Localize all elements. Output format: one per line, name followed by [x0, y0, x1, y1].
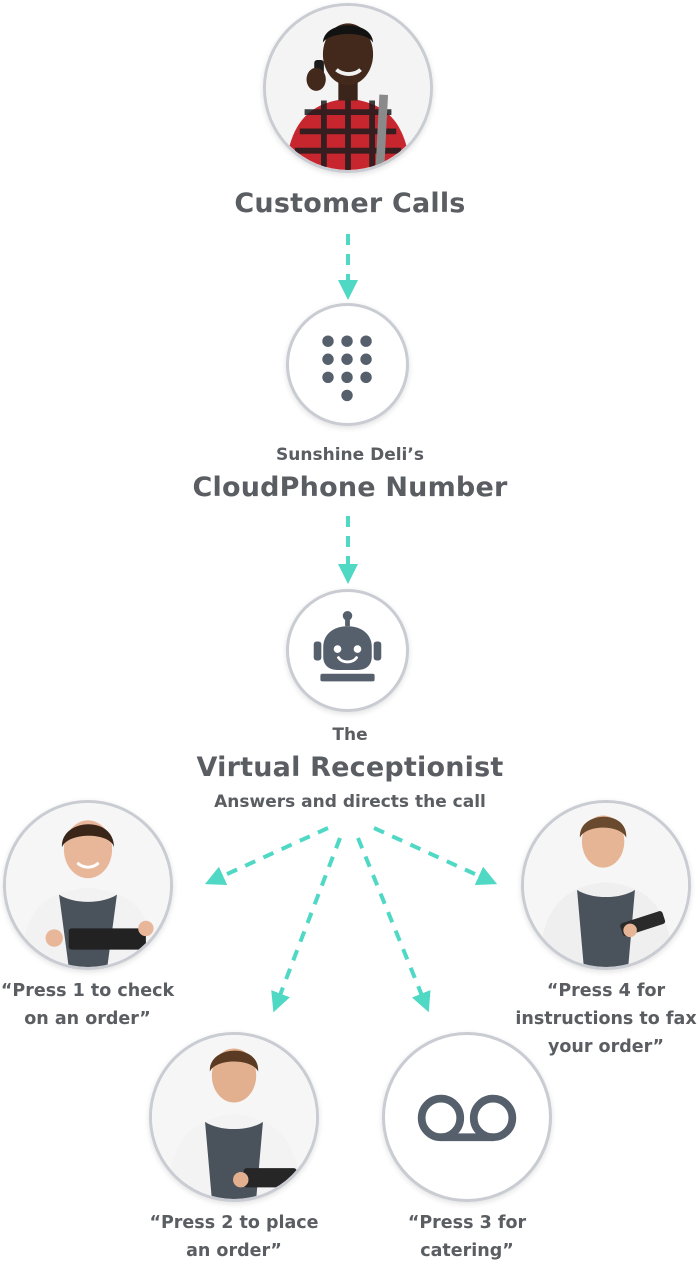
receptionist-pre: The	[332, 725, 368, 745]
option-4-line-3: your order”	[547, 1037, 665, 1057]
option-4-line-2: instructions to fax	[515, 1009, 697, 1029]
number-subtitle: Sunshine Deli’s	[276, 445, 424, 465]
option-2-photo	[149, 1032, 319, 1202]
receptionist-title: Virtual Receptionist	[196, 752, 504, 783]
arrow-to-option-1	[204, 826, 329, 885]
option-4-photo	[521, 800, 691, 970]
receptionist-subtitle: Answers and directs the call	[214, 792, 486, 812]
number-title: CloudPhone Number	[192, 472, 508, 503]
option-3-label: “Press 3 for catering”	[362, 1209, 572, 1265]
option-1-photo	[3, 800, 173, 970]
customer-photo	[263, 3, 433, 173]
keypad-circle	[286, 303, 409, 426]
waiter-with-tablet-photo	[524, 803, 688, 967]
waitress-photo	[6, 803, 170, 967]
option-4-line-1: “Press 4 for	[546, 981, 666, 1001]
option-4-label: “Press 4 for instructions to fax your or…	[500, 977, 700, 1061]
option-1-line-2: on an order”	[24, 1009, 151, 1029]
option-2-line-1: “Press 2 to place	[149, 1213, 319, 1233]
customer-calls-title: Customer Calls	[234, 188, 466, 219]
option-3-line-2: catering”	[420, 1241, 514, 1261]
option-1-label: “Press 1 to check on an order”	[0, 977, 195, 1033]
voicemail-icon	[417, 1094, 517, 1142]
option-2-label: “Press 2 to place an order”	[125, 1209, 343, 1265]
keypad-icon	[322, 335, 372, 402]
option-3-line-1: “Press 3 for	[407, 1213, 527, 1233]
option-3-circle	[382, 1032, 552, 1202]
arrow-to-option-3	[356, 837, 431, 1013]
option-1-line-1: “Press 1 to check	[0, 981, 175, 1001]
receptionist-circle	[286, 589, 409, 712]
option-2-line-2: an order”	[186, 1241, 282, 1261]
person-on-phone-photo	[266, 6, 430, 170]
arrow-to-option-4	[373, 826, 498, 885]
arrow-to-option-2	[271, 837, 342, 1013]
robot-icon	[313, 611, 382, 682]
waiter-at-register-photo	[152, 1035, 316, 1199]
